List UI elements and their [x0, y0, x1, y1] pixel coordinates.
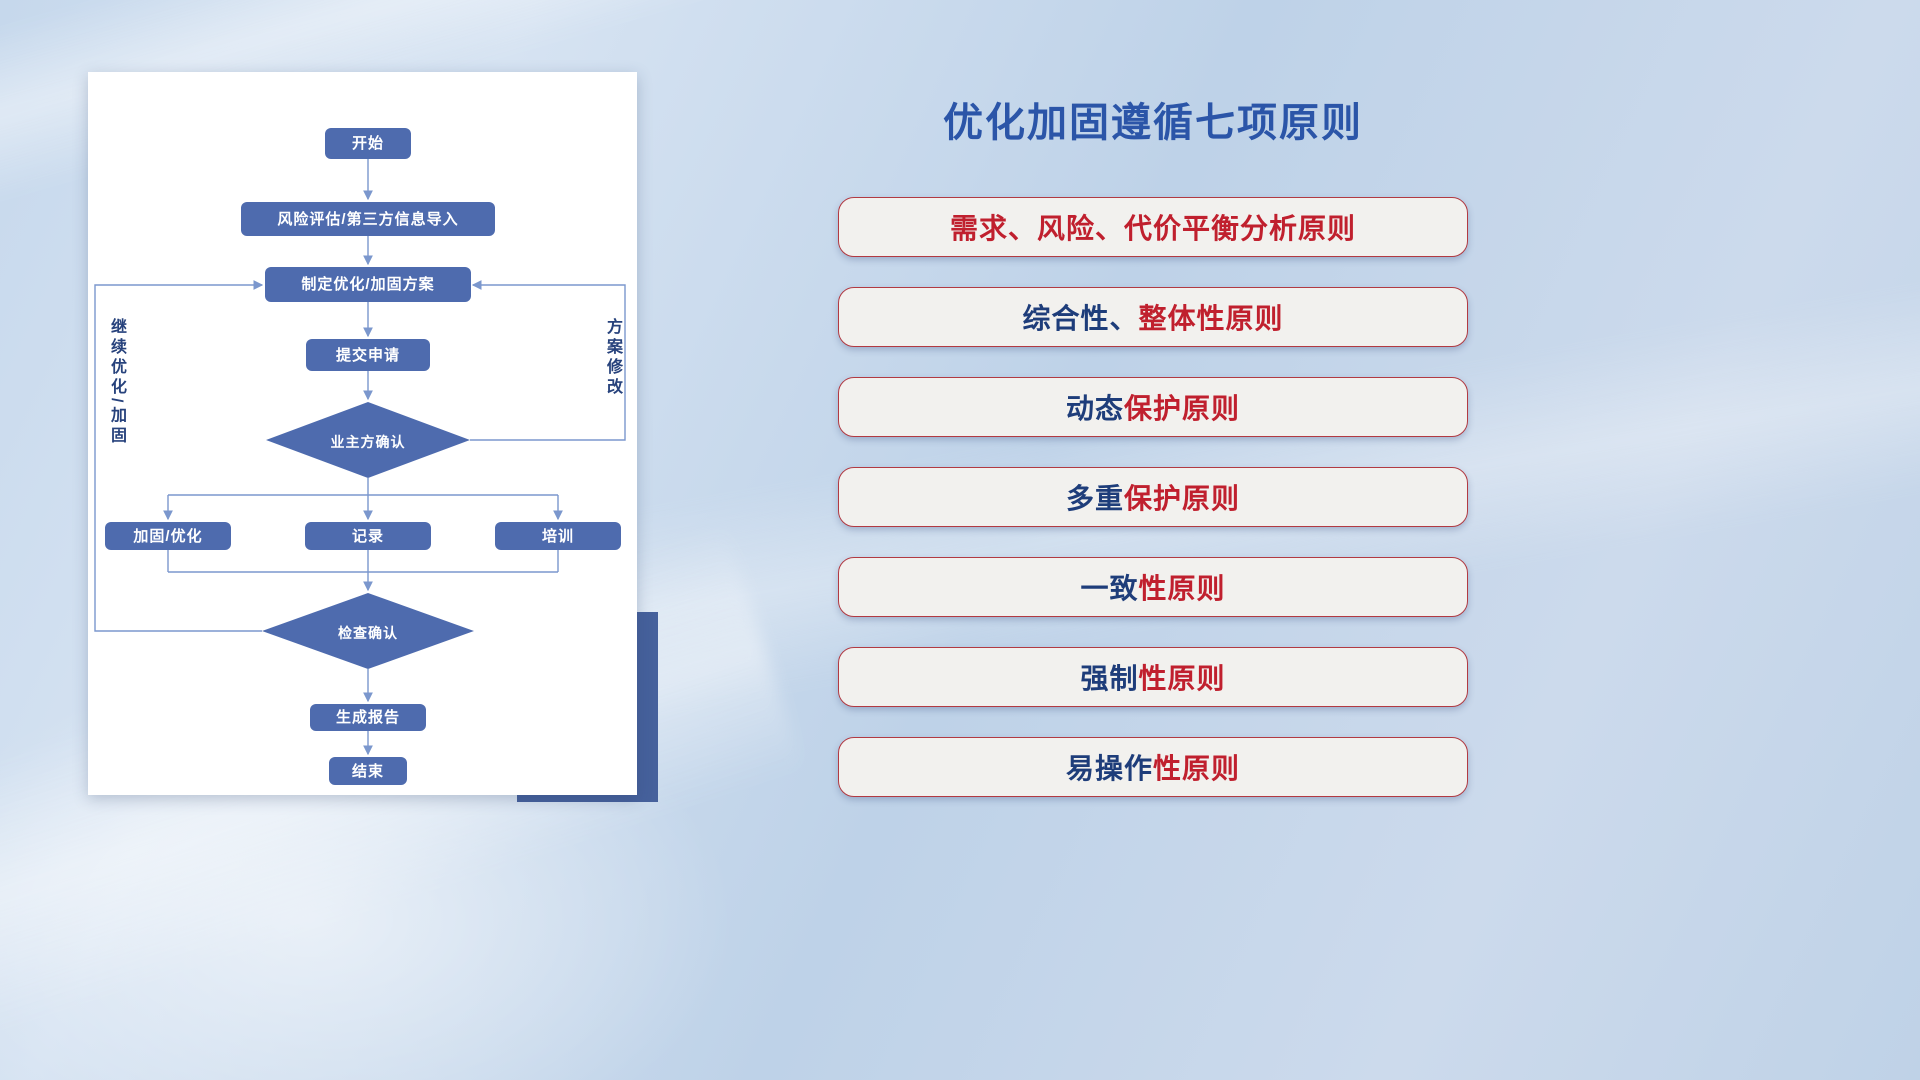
- principle-segment: 性原则: [1153, 753, 1241, 784]
- loop-label-continue-optimize: 继续优化/加固: [108, 318, 125, 447]
- flow-node-end: 结束: [329, 757, 407, 785]
- principles-panel: 优化加固遵循七项原则 需求、风险、代价平衡分析原则综合性、整体性原则动态保护原则…: [838, 0, 1468, 1080]
- principle-box: 一致性原则: [838, 557, 1468, 617]
- principle-box: 动态保护原则: [838, 377, 1468, 437]
- principle-box: 强制性原则: [838, 647, 1468, 707]
- check-confirm-diamond: [262, 593, 474, 669]
- principle-box: 易操作性原则: [838, 737, 1468, 797]
- principle-box: 综合性、整体性原则: [838, 287, 1468, 347]
- flow-node-submit: 提交申请: [306, 339, 430, 371]
- principle-segment: 多重: [1065, 483, 1124, 514]
- flowchart-card: 开始 风险评估/第三方信息导入 制定优化/加固方案 提交申请 业主方确认 加固/…: [88, 72, 637, 795]
- principle-segment: 性原则: [1138, 663, 1226, 694]
- principle-box: 多重保护原则: [838, 467, 1468, 527]
- flow-node-start: 开始: [325, 128, 411, 159]
- loop-label-plan-modify: 方案修改: [604, 318, 621, 398]
- flow-node-owner-confirm: 业主方确认: [330, 434, 406, 450]
- principles-list: 需求、风险、代价平衡分析原则综合性、整体性原则动态保护原则多重保护原则一致性原则…: [838, 197, 1468, 797]
- flow-node-training: 培训: [495, 522, 621, 550]
- flow-node-reinforce: 加固/优化: [105, 522, 231, 550]
- principle-segment: 整体性原则: [1138, 303, 1284, 334]
- flow-node-check-confirm: 检查确认: [338, 625, 398, 641]
- flow-node-report: 生成报告: [310, 704, 426, 731]
- principle-segment: 易操作: [1065, 753, 1153, 784]
- flow-connector-lines: [94, 159, 626, 756]
- principle-segment: 保护原则: [1124, 393, 1241, 424]
- principle-segment: 保护原则: [1124, 483, 1241, 514]
- principle-segment: 一致: [1080, 573, 1139, 604]
- principle-segment: 动态: [1065, 393, 1124, 424]
- flow-node-risk-import: 风险评估/第三方信息导入: [241, 202, 495, 236]
- owner-confirm-diamond: [266, 402, 470, 478]
- decision-diamonds: [262, 402, 474, 669]
- flowchart-connectors: [94, 159, 626, 756]
- principle-segment: 性原则: [1138, 573, 1226, 604]
- principle-segment: 需求、风险、代价平衡分析原则: [949, 213, 1356, 244]
- principle-segment: 综合性、: [1022, 303, 1139, 334]
- flow-node-plan: 制定优化/加固方案: [265, 267, 471, 302]
- principle-segment: 强制: [1080, 663, 1139, 694]
- principle-box: 需求、风险、代价平衡分析原则: [838, 197, 1468, 257]
- page-title: 优化加固遵循七项原则: [943, 101, 1363, 145]
- flow-node-record: 记录: [305, 522, 431, 550]
